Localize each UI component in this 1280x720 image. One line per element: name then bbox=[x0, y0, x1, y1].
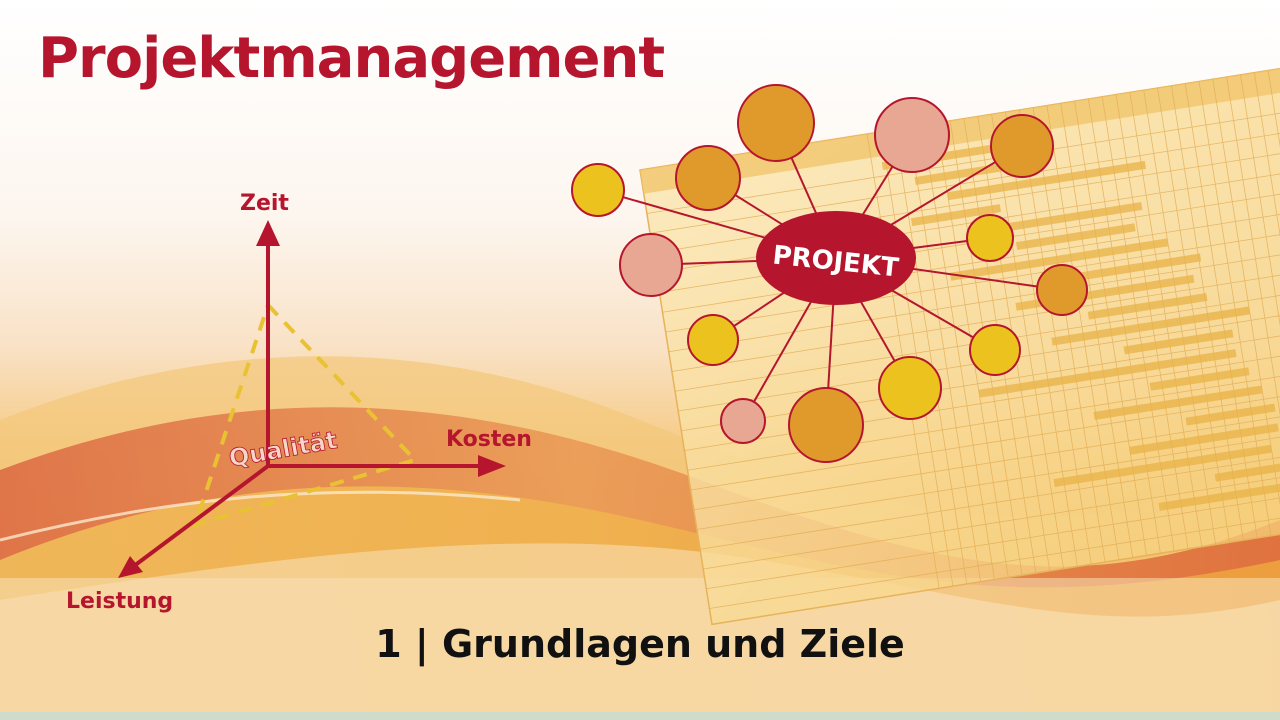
gantt-row-line bbox=[681, 328, 1280, 432]
gantt-bar bbox=[1123, 329, 1234, 355]
slide-subtitle: 1 | Grundlagen und Ziele bbox=[375, 622, 905, 666]
gantt-column-line bbox=[894, 129, 968, 585]
project-node-light-yellow bbox=[878, 356, 942, 420]
gantt-row-line bbox=[690, 387, 1280, 491]
project-node-light-yellow bbox=[966, 214, 1014, 262]
slide-title: Projektmanagement bbox=[38, 26, 665, 91]
project-node-orange bbox=[737, 84, 815, 162]
project-center-ellipse bbox=[756, 211, 916, 305]
gantt-row-line bbox=[668, 249, 1280, 353]
gantt-bar bbox=[1214, 461, 1280, 482]
gantt-column-line bbox=[1170, 85, 1244, 541]
project-node-light-yellow bbox=[571, 163, 625, 217]
gantt-bar bbox=[1129, 423, 1279, 455]
axis-label-performance: Leistung bbox=[66, 589, 173, 614]
gantt-bar bbox=[978, 349, 1237, 398]
project-node-orange bbox=[675, 145, 741, 211]
gantt-bar bbox=[1087, 292, 1208, 320]
gantt-row-line bbox=[703, 466, 1280, 570]
gantt-bar bbox=[1093, 385, 1263, 420]
gantt-bar bbox=[1061, 253, 1202, 284]
gantt-row-line bbox=[696, 427, 1280, 530]
axis-label-time: Zeit bbox=[240, 191, 289, 216]
gantt-bar bbox=[910, 204, 1002, 227]
gantt-bar bbox=[1158, 482, 1280, 511]
gantt-bar bbox=[947, 160, 1147, 201]
axis-label-cost: Kosten bbox=[446, 427, 532, 452]
gantt-bar bbox=[1015, 223, 1136, 250]
gantt-row-line bbox=[665, 229, 1280, 333]
gantt-column-line bbox=[908, 127, 982, 582]
gantt-bar bbox=[1149, 367, 1250, 391]
gantt-bar bbox=[1051, 306, 1251, 346]
axis-time-arrowhead bbox=[256, 220, 280, 246]
gantt-column-line bbox=[1253, 72, 1280, 528]
project-node-orange bbox=[1036, 264, 1088, 316]
project-node-orange bbox=[788, 387, 864, 463]
gantt-row-line bbox=[693, 407, 1280, 511]
gantt-column-line bbox=[1226, 77, 1280, 532]
gantt-row-line bbox=[709, 506, 1280, 609]
gantt-row-line bbox=[671, 269, 1280, 372]
gantt-row-line bbox=[649, 131, 1280, 234]
gantt-bar bbox=[1185, 403, 1276, 426]
gantt-bar bbox=[983, 201, 1143, 235]
gantt-row-line bbox=[687, 368, 1280, 471]
gantt-row-line bbox=[662, 210, 1280, 313]
gantt-column-line bbox=[1240, 74, 1280, 530]
gantt-column-line bbox=[1157, 87, 1230, 543]
gantt-row-line bbox=[646, 111, 1280, 214]
gantt-column-line bbox=[1198, 81, 1272, 536]
axis-cost-arrowhead bbox=[478, 455, 506, 477]
axis-performance-arrowhead bbox=[118, 556, 143, 578]
gantt-column-line bbox=[922, 125, 995, 580]
gantt-bar bbox=[1053, 444, 1272, 488]
axis-performance bbox=[132, 464, 270, 568]
project-node-salmon bbox=[874, 97, 950, 173]
gantt-row-line bbox=[700, 447, 1280, 550]
gantt-row-line bbox=[706, 486, 1280, 590]
project-node-salmon bbox=[619, 233, 683, 297]
project-node-light-yellow bbox=[687, 314, 739, 366]
quality-triangle-dashed bbox=[191, 301, 419, 529]
gantt-bar bbox=[949, 238, 1169, 281]
project-node-salmon bbox=[720, 398, 766, 444]
project-node-orange bbox=[990, 114, 1054, 178]
project-node-light-yellow bbox=[969, 324, 1021, 376]
